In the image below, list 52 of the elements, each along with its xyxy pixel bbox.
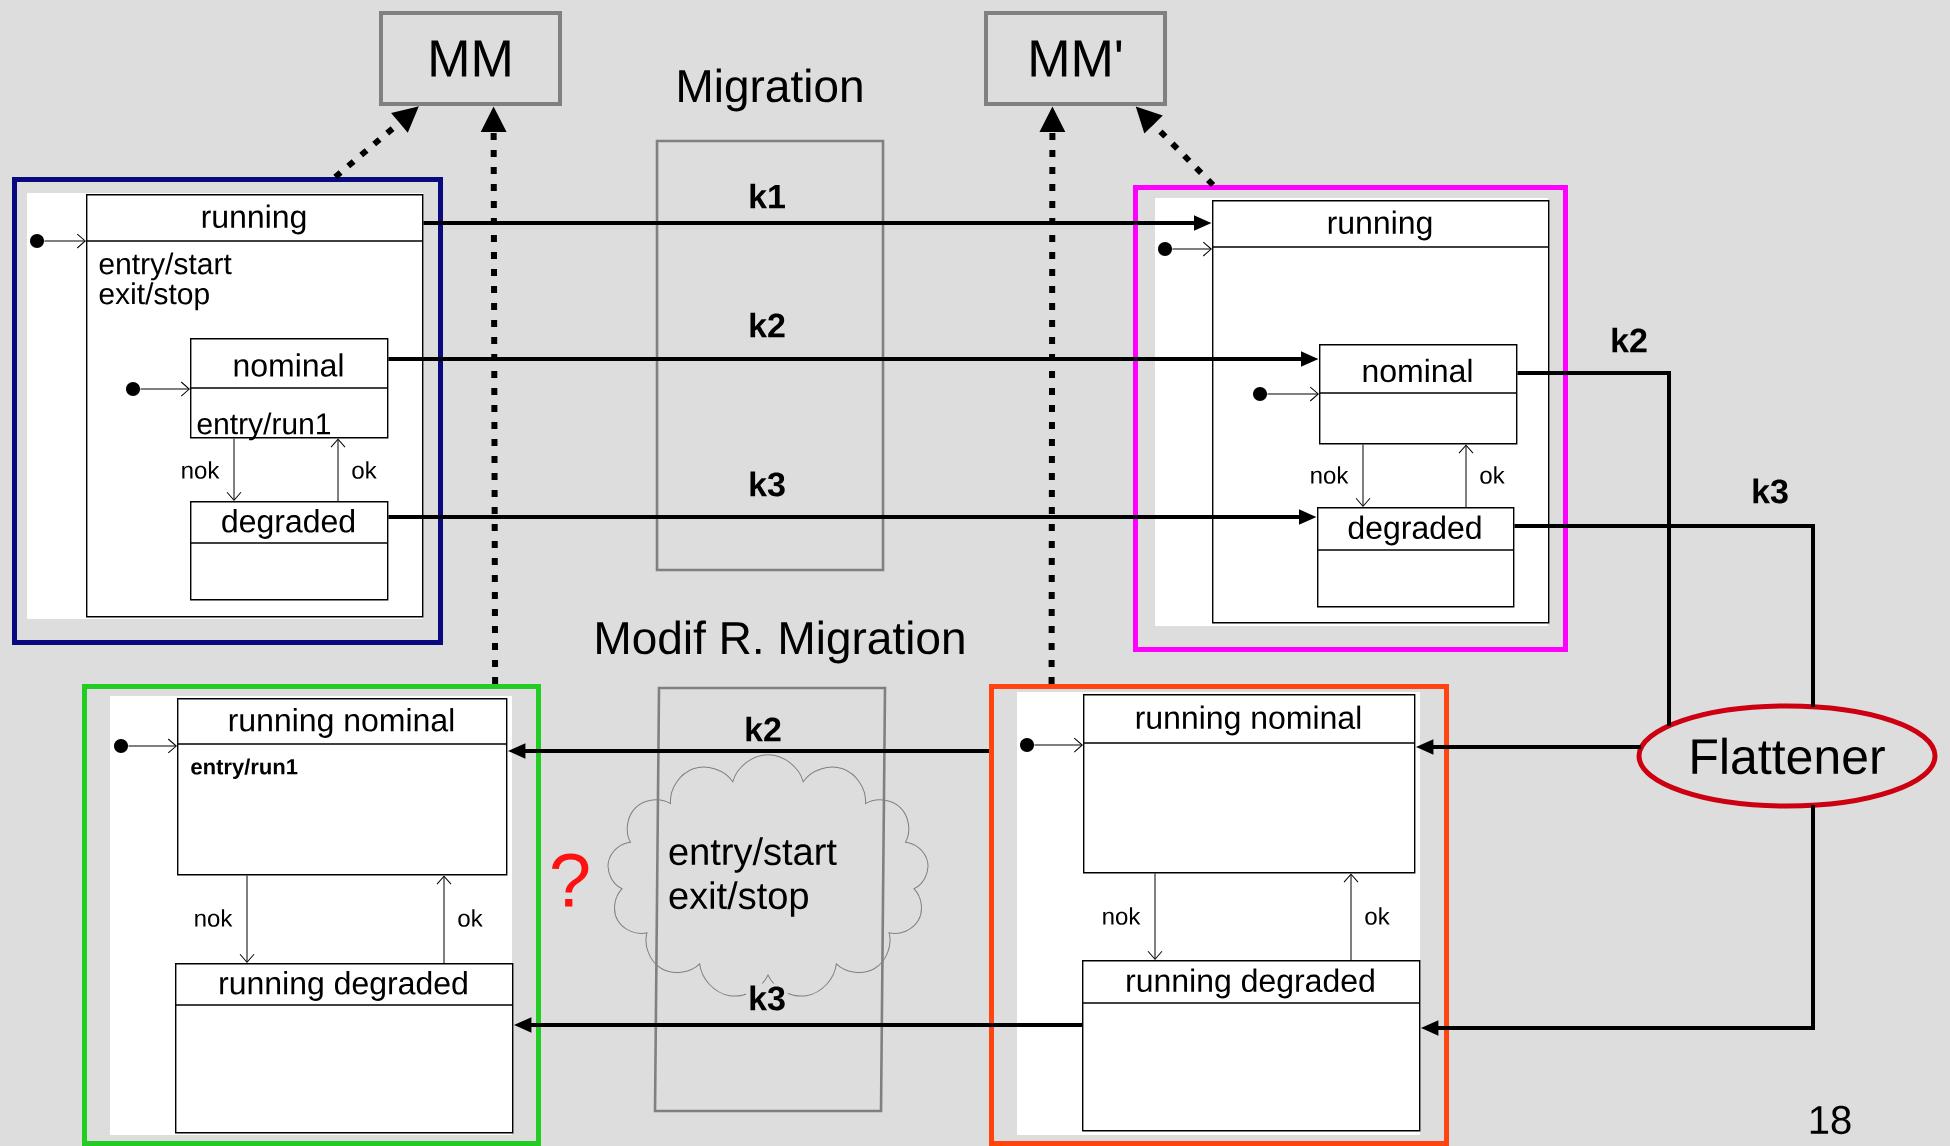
state-box: nominal — [1318, 344, 1518, 445]
question-mark: ? — [552, 853, 589, 907]
band-title: Modif R. Migration — [597, 620, 964, 664]
edge-label: nok — [191, 907, 235, 929]
edge-label: k3 — [1749, 476, 1791, 506]
edge-label: nok — [1307, 464, 1351, 486]
arrow — [1343, 873, 1359, 961]
arrow — [330, 438, 346, 502]
edge-label: k2 — [1608, 325, 1650, 355]
arrow — [1171, 241, 1212, 257]
label-box: MM' — [984, 11, 1167, 106]
edge-label: ok — [455, 907, 485, 929]
arrow — [127, 738, 177, 754]
arrow — [239, 874, 255, 963]
edge-label: nok — [178, 459, 222, 481]
initial-dot — [126, 382, 140, 396]
initial-dot — [114, 739, 128, 753]
edge-label: ok — [1477, 464, 1507, 486]
initial-dot — [30, 234, 44, 248]
line — [1514, 524, 1815, 707]
state-box: running degraded — [1081, 960, 1421, 1132]
arrow — [139, 381, 190, 397]
state-box: running nominal — [1082, 694, 1416, 874]
state-box: nominal entry/run1 — [189, 338, 389, 441]
initial-dot — [1158, 242, 1172, 256]
arrow — [1266, 386, 1319, 402]
edge-label: ok — [349, 459, 379, 481]
arrow — [1355, 443, 1371, 507]
initial-dot — [1253, 387, 1267, 401]
line — [1517, 371, 1671, 726]
edge-label: k1 — [746, 181, 788, 211]
band-title: Migration — [679, 68, 862, 112]
edge-label: k3 — [746, 983, 788, 1013]
label-box: MM — [379, 11, 562, 106]
state-box: running nominal entry/run1 — [176, 698, 508, 876]
state-box: running degraded — [174, 963, 514, 1134]
arrow — [43, 233, 86, 249]
oval: Flattener — [1636, 703, 1938, 809]
edge-label: k2 — [746, 310, 788, 340]
edge-label: k2 — [742, 714, 784, 744]
edge-label: nok — [1099, 905, 1143, 927]
arrow — [1033, 737, 1083, 753]
arrow — [1458, 444, 1474, 508]
state-box: degraded — [189, 501, 389, 601]
initial-dot — [1020, 738, 1034, 752]
arrow — [226, 437, 242, 501]
edge-label: ok — [1362, 905, 1392, 927]
arrow — [436, 875, 452, 964]
state-box: degraded — [1316, 507, 1515, 608]
edge-label: k3 — [746, 469, 788, 499]
page-number: 18 — [1810, 1105, 1851, 1135]
arrow — [1147, 872, 1163, 960]
